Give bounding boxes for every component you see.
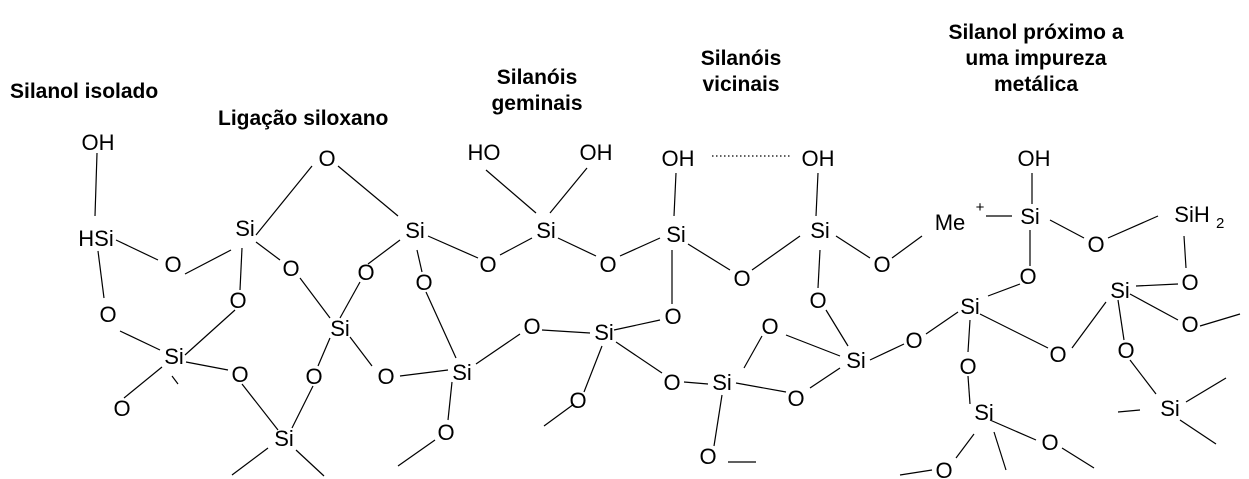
atom-me-charge: + — [976, 199, 985, 216]
atom-o: O — [664, 304, 681, 329]
atom-o: O — [1117, 338, 1134, 363]
label-silanois-geminais-line1: Silanóis — [497, 66, 578, 89]
atom-si: Si — [1110, 278, 1130, 303]
atom-o: O — [99, 302, 116, 327]
atom-o: O — [479, 252, 496, 277]
atom-o: O — [761, 314, 778, 339]
atom-o: O — [415, 270, 432, 295]
headings: Silanol isolado Ligação siloxano Silanói… — [10, 21, 1124, 130]
atom-ho: HO — [468, 140, 501, 165]
atom-o: O — [809, 288, 826, 313]
atom-o: O — [282, 256, 299, 281]
label-ligacao-siloxano: Ligação siloxano — [218, 107, 388, 130]
atom-o: O — [935, 458, 952, 479]
atom-o: O — [787, 386, 804, 411]
atom-o: O — [523, 314, 540, 339]
atom-o: O — [231, 362, 248, 387]
atom-o: O — [663, 370, 680, 395]
atom-o: O — [733, 266, 750, 291]
atom-si: Si — [330, 316, 350, 341]
atom-sih2: SiH — [1174, 202, 1209, 227]
atoms: OH HSi O O Si O O Si O O O Si O Si O O S… — [78, 130, 1224, 479]
atom-o: O — [1087, 232, 1104, 257]
atom-o: O — [113, 396, 130, 421]
atom-si: Si — [235, 216, 255, 241]
label-silanol-impureza-line3: metálica — [994, 73, 1078, 96]
atom-si: Si — [810, 218, 830, 243]
label-silanol-isolado: Silanol isolado — [10, 80, 158, 103]
atom-oh: OH — [82, 130, 115, 155]
label-silanol-impureza-line2: uma impureza — [965, 47, 1107, 70]
atom-o: O — [569, 388, 586, 413]
atom-si: Si — [846, 348, 866, 373]
atom-si: Si — [536, 218, 556, 243]
atom-o: O — [1181, 270, 1198, 295]
atom-oh: OH — [580, 140, 613, 165]
bonds — [94, 152, 1241, 477]
atom-o: O — [318, 146, 335, 171]
label-silanol-impureza-line1: Silanol próximo a — [948, 21, 1123, 44]
atom-oh: OH — [1018, 146, 1051, 171]
atom-o: O — [599, 252, 616, 277]
atom-o: O — [905, 328, 922, 353]
atom-sih2-subscript: 2 — [1216, 215, 1224, 232]
atom-si: Si — [1160, 396, 1180, 421]
label-silanois-geminais-line2: geminais — [491, 92, 582, 115]
atom-o: O — [1041, 430, 1058, 455]
atom-si: Si — [452, 360, 472, 385]
atom-oh: OH — [802, 146, 835, 171]
atom-o: O — [305, 364, 322, 389]
atom-si: Si — [960, 294, 980, 319]
atom-me: Me — [935, 210, 966, 235]
atom-o: O — [229, 288, 246, 313]
atom-si: Si — [1020, 204, 1040, 229]
atom-o: O — [437, 420, 454, 445]
atom-si: Si — [274, 426, 294, 451]
atom-oh: OH — [662, 146, 695, 171]
atom-o: O — [873, 252, 890, 277]
atom-o: O — [377, 364, 394, 389]
atom-o: O — [699, 444, 716, 469]
atom-si: Si — [594, 320, 614, 345]
atom-o: O — [1049, 342, 1066, 367]
atom-o: O — [1019, 264, 1036, 289]
atom-si: Si — [405, 218, 425, 243]
atom-o: O — [959, 354, 976, 379]
label-silanois-vicinais-line1: Silanóis — [701, 47, 782, 70]
label-silanois-vicinais-line2: vicinais — [702, 73, 779, 96]
atom-o: O — [1181, 312, 1198, 337]
atom-o: O — [357, 260, 374, 285]
atom-hsi: HSi — [78, 226, 113, 251]
atom-si: Si — [712, 370, 732, 395]
atom-o: O — [164, 252, 181, 277]
atom-si: Si — [974, 400, 994, 425]
atom-si: Si — [164, 344, 184, 369]
atom-si: Si — [666, 222, 686, 247]
